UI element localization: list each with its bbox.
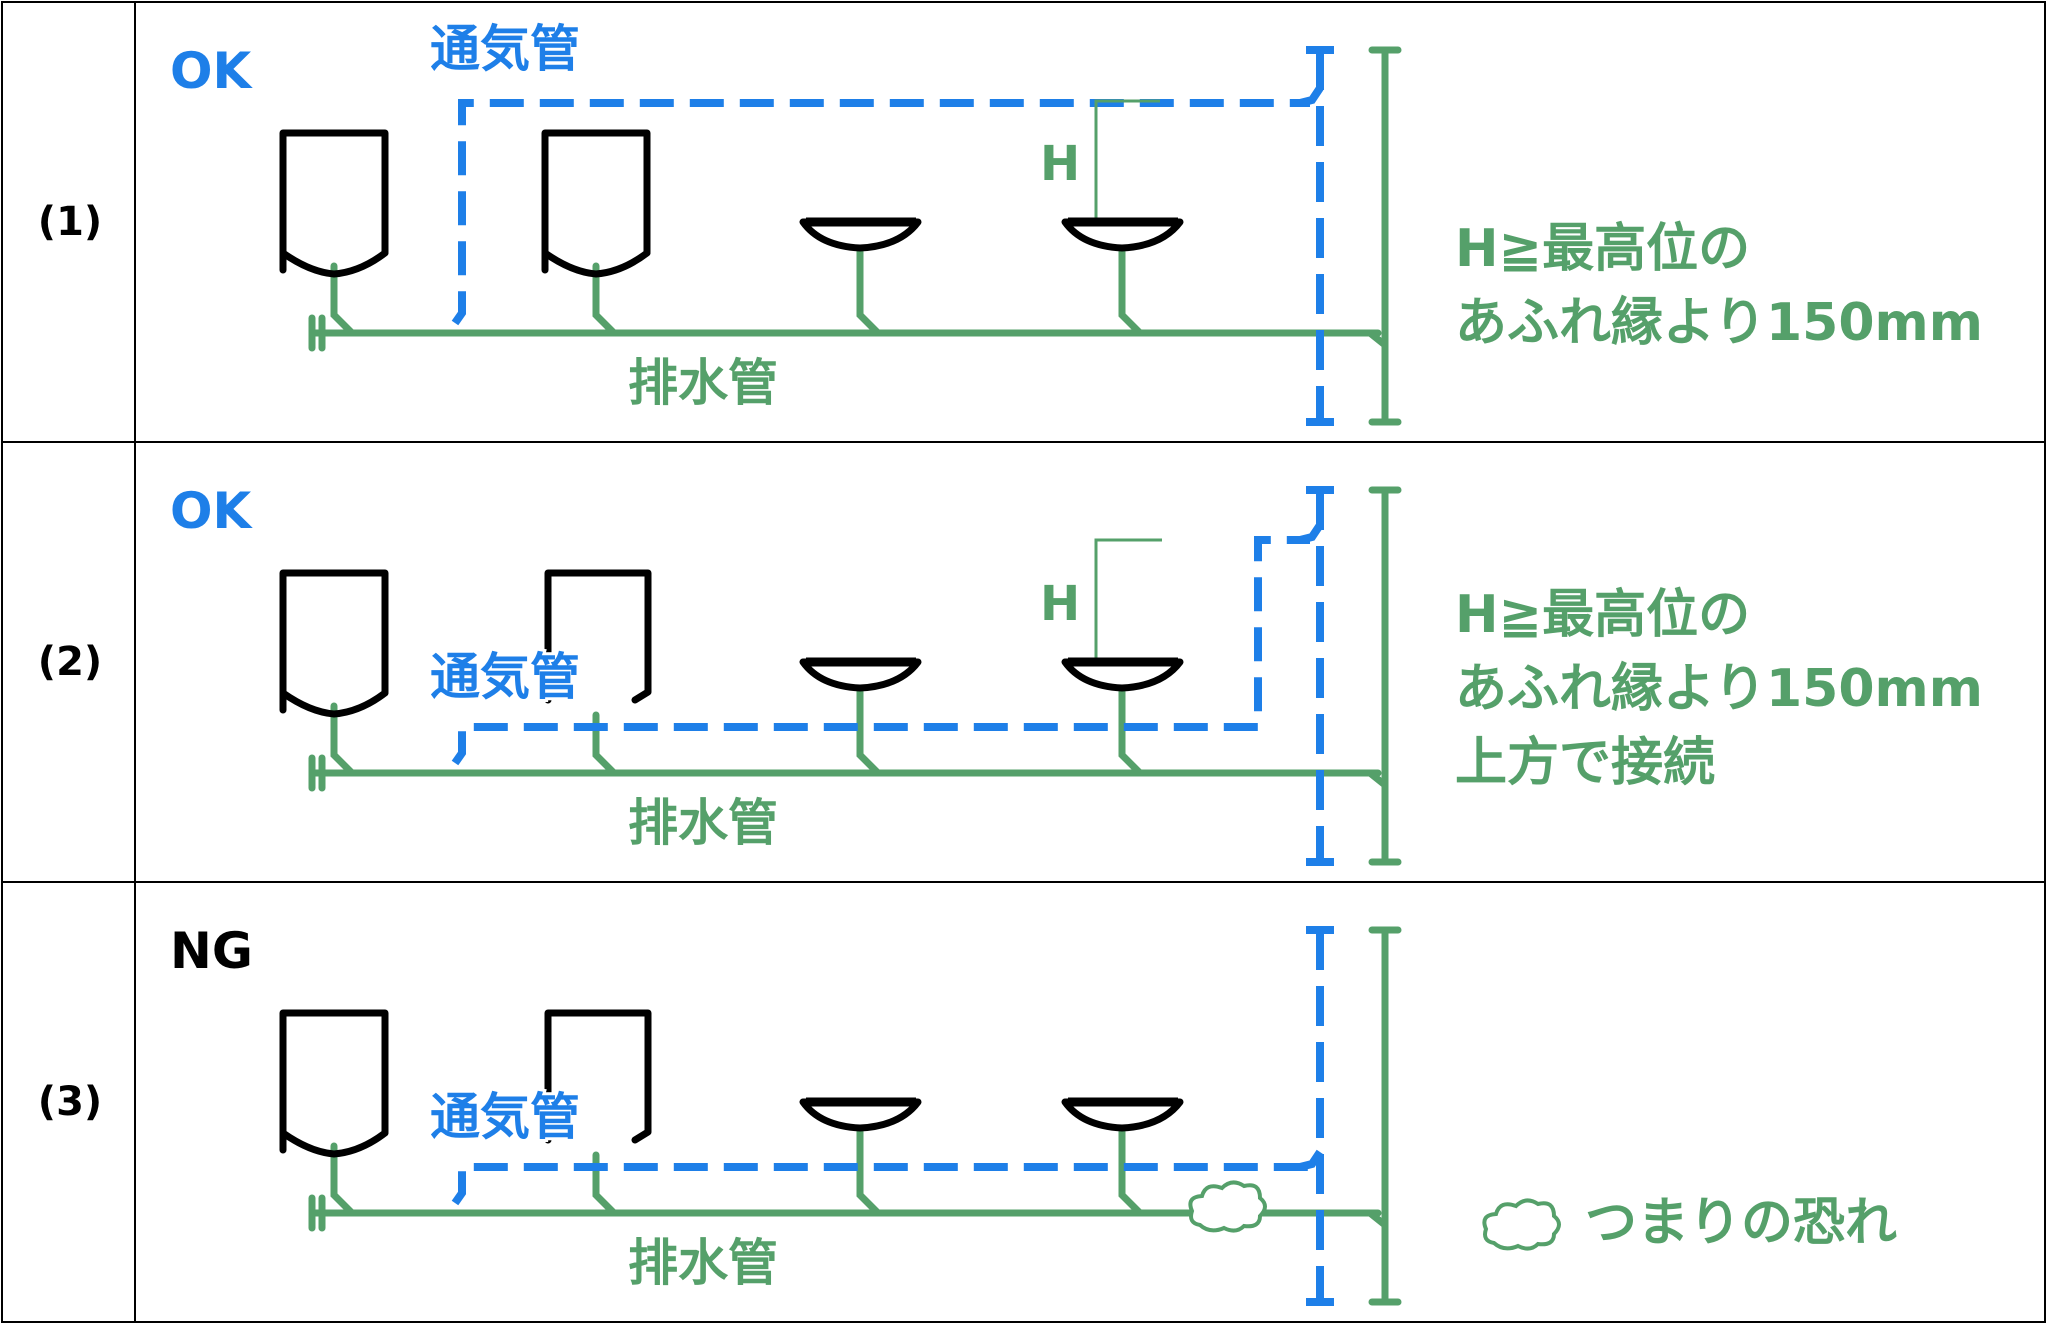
vent-stack (1299, 926, 1334, 1306)
condition-note-line-2: あふれ縁より150mm (1455, 659, 1983, 719)
h-label: H (1040, 136, 1080, 192)
condition-note-line-1: H≧最高位の (1455, 219, 1750, 279)
urinal-icon (283, 1013, 385, 1154)
washbasin-icon (803, 1102, 918, 1128)
row-index: (3) (38, 1079, 102, 1125)
row-2: (2) OK 排水管 H H≧最高位の あふれ縁より150mm 上方で接続 (38, 482, 1983, 866)
condition-note-line-1: H≧最高位の (1455, 585, 1750, 645)
drain-pipe-label: 排水管 (628, 794, 778, 852)
washbasin-icon (803, 222, 918, 248)
verdict-label: NG (170, 922, 253, 980)
h-dimension (1094, 538, 1162, 664)
washbasin-icon (1065, 222, 1180, 248)
row-index: (2) (38, 639, 102, 685)
vent-stack (1299, 486, 1334, 866)
vent-pipe-label: 通気管 (430, 1088, 580, 1146)
h-label: H (1040, 576, 1080, 632)
vent-pipe-label: 通気管 (430, 20, 580, 78)
condition-note-line-2: あふれ縁より150mm (1455, 293, 1983, 353)
vent-pipe (451, 99, 1310, 326)
drain-pipe-label: 排水管 (628, 1234, 778, 1292)
washbasin-icon (1065, 1102, 1180, 1128)
urinal-icon (283, 133, 385, 274)
washbasin-icon (1065, 662, 1180, 688)
drain-pipe (308, 46, 1402, 426)
washbasin-icon (803, 662, 918, 688)
condition-note-line-3: 上方で接続 (1455, 733, 1715, 793)
drain-pipe-label: 排水管 (628, 354, 778, 412)
vent-pipe (451, 1163, 1310, 1206)
verdict-label: OK (170, 482, 254, 540)
vent-pipe-label: 通気管 (430, 648, 580, 706)
clog-cloud-icon (1188, 1180, 1267, 1233)
row-3: (3) NG 排水管 つまりの恐れ 通気 (38, 922, 1897, 1306)
clog-risk-note: つまりの恐れ (1585, 1193, 1897, 1253)
urinal-icon (283, 573, 385, 714)
urinal-icon (545, 133, 647, 274)
row-index: (1) (38, 199, 102, 245)
h-dimension (1094, 99, 1160, 224)
drain-pipe (308, 486, 1402, 866)
clog-cloud-icon (1482, 1198, 1561, 1251)
verdict-label: OK (170, 42, 254, 100)
vent-pipe (451, 536, 1310, 766)
vent-stack (1299, 46, 1334, 426)
row-1: (1) OK 通気管 排水管 H H≧最高位の あふれ縁より150mm (38, 20, 1983, 426)
